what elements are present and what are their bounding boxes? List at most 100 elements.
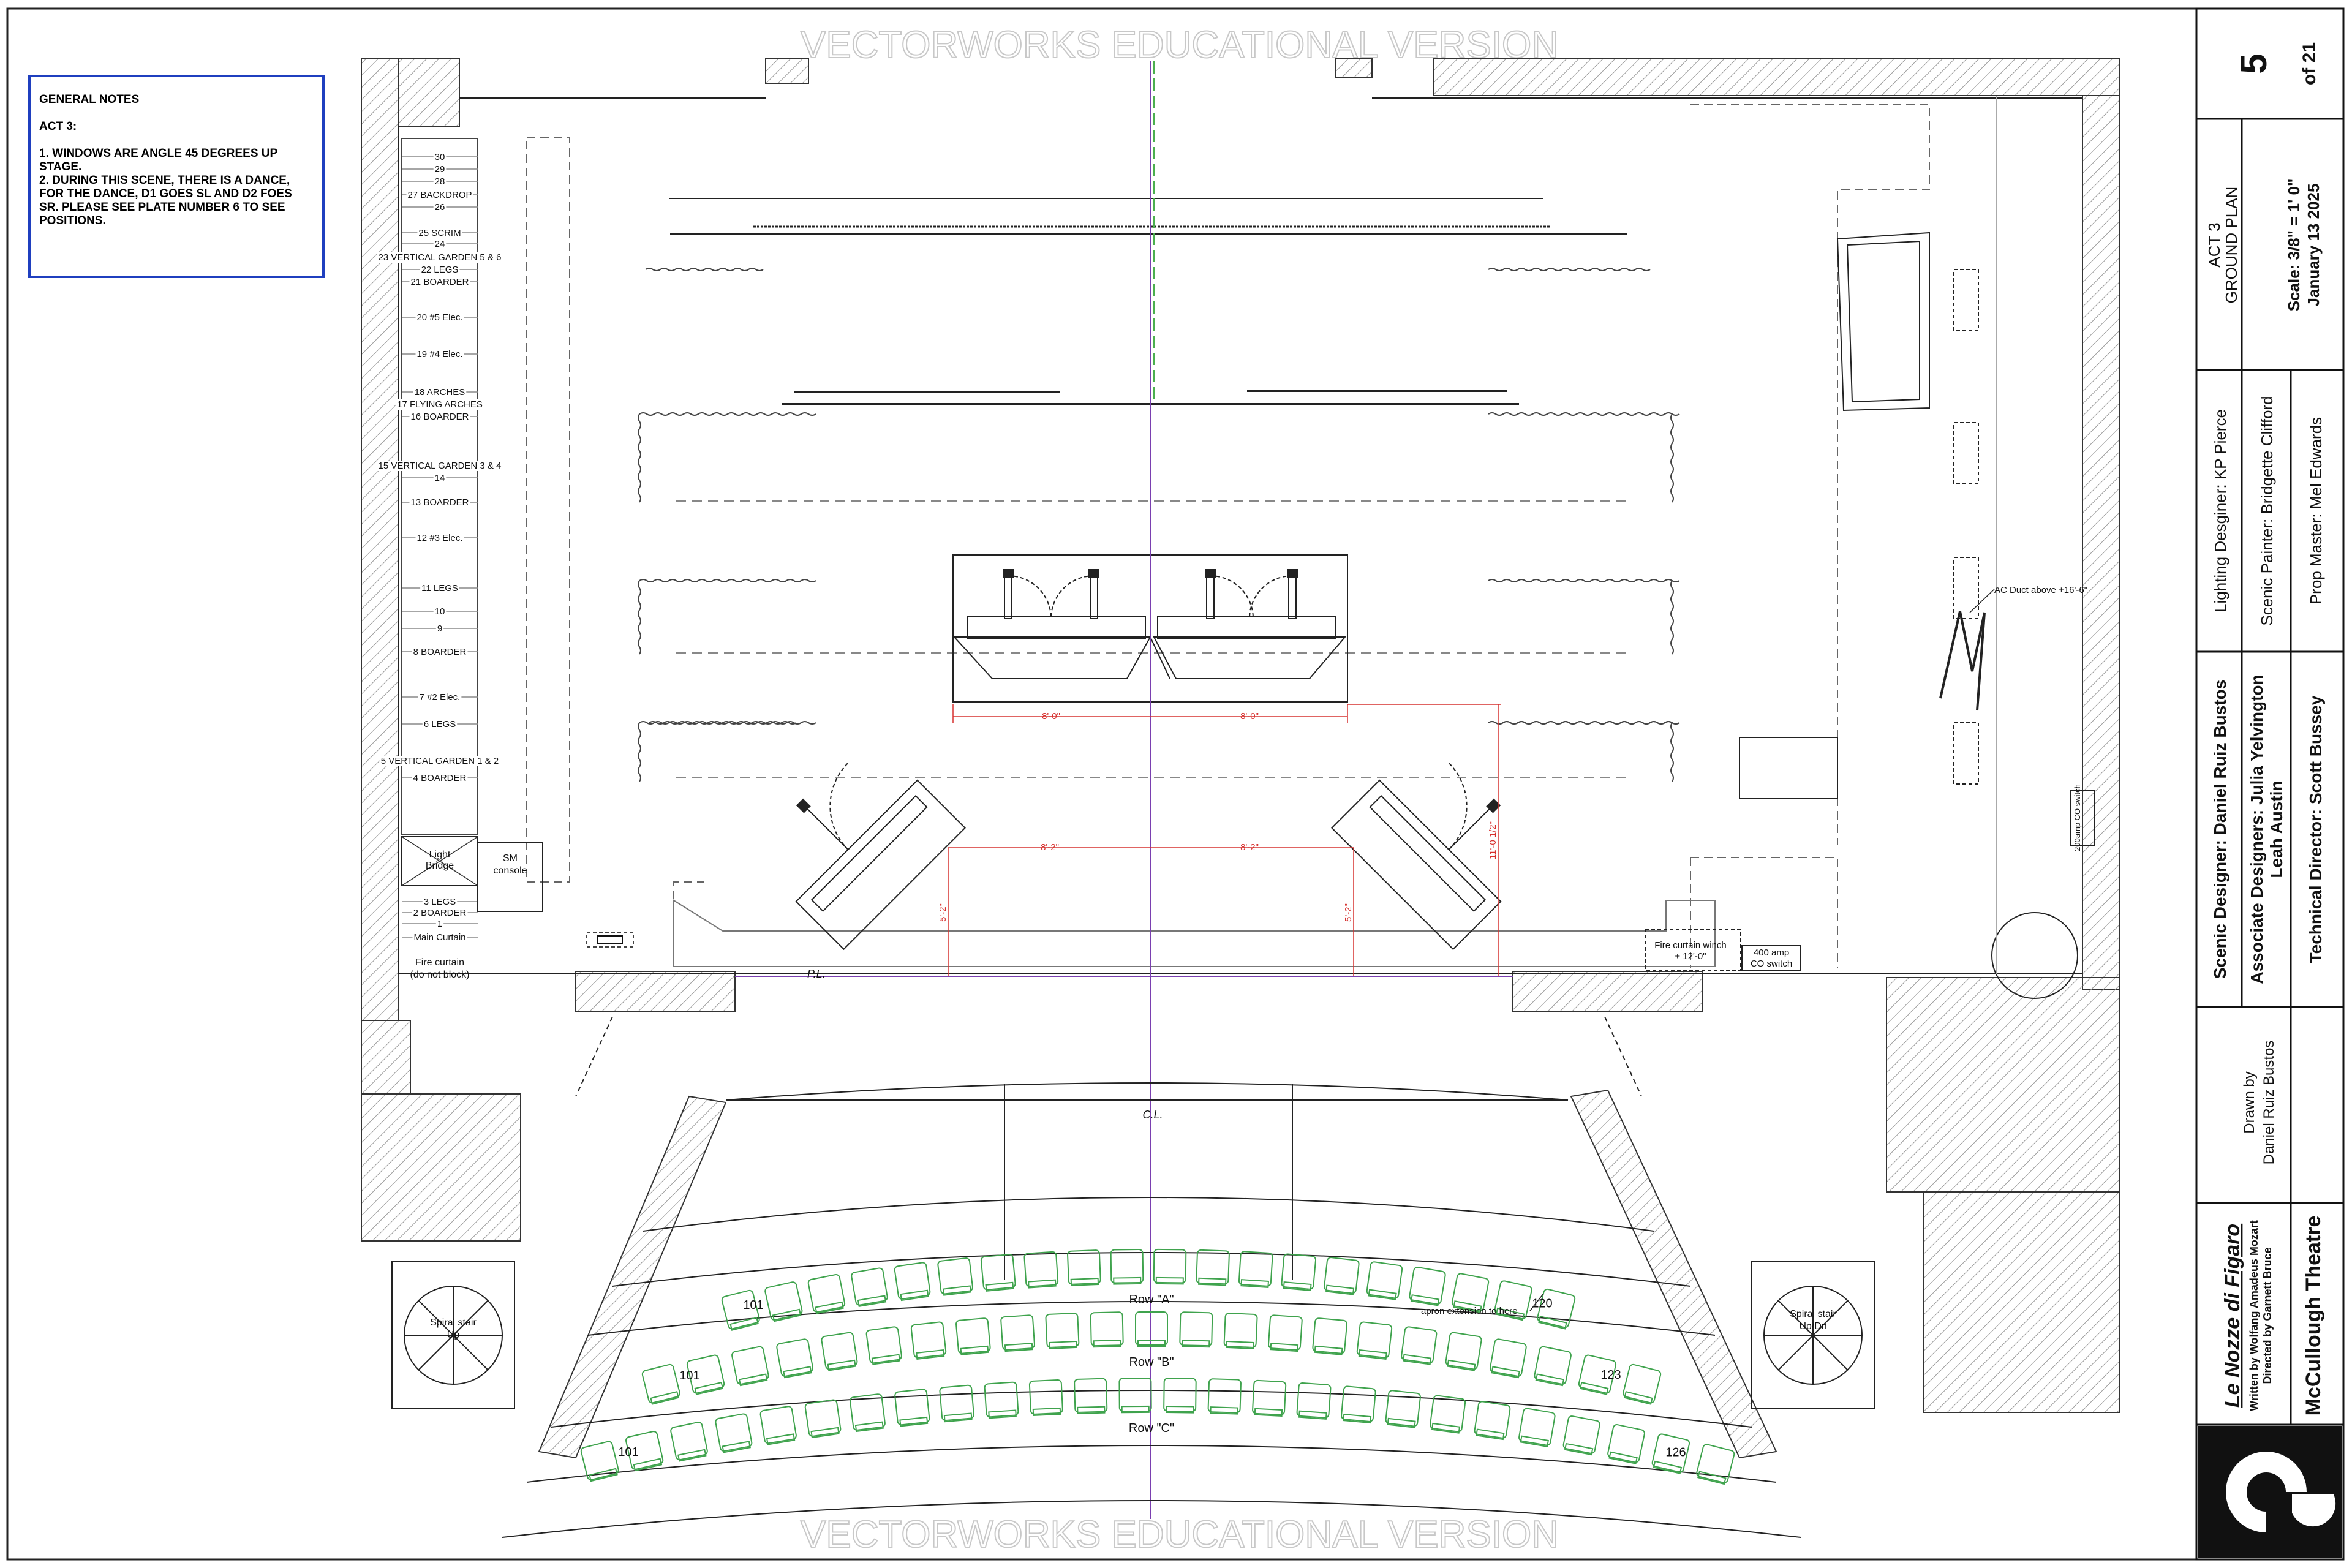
lighting-designer: Lighting Desginer: KP Pierce [2211, 409, 2230, 612]
seat [1578, 1354, 1617, 1395]
lineset-label-bg [379, 756, 500, 766]
platform-doors [1003, 569, 1298, 619]
row-first-seat: 101 [618, 1446, 638, 1459]
lineset-label: 15 VERTICAL GARDEN 3 & 4 [379, 461, 502, 471]
title-block-text: 5 of 21 ACT 3 GROUND PLAN Scale: 3/8" = … [2205, 42, 2325, 1415]
lineset-label-bg [415, 533, 464, 543]
seat [764, 1281, 803, 1322]
seat [1135, 1311, 1168, 1347]
lineset-label-bg [377, 461, 503, 471]
dim-platform-left: 8'-0" [1042, 711, 1060, 722]
seat [1696, 1444, 1735, 1485]
seat [910, 1321, 947, 1360]
drape-leg [638, 580, 641, 655]
seat [1401, 1326, 1438, 1365]
center-line-label: C.L. [1142, 1109, 1163, 1121]
dim-depth-total: 11'-0 1/2" [1488, 821, 1498, 859]
seat [1023, 1251, 1059, 1289]
seat [1223, 1313, 1258, 1349]
lineset-label-bg [433, 176, 447, 187]
door-jamb [1004, 575, 1012, 619]
seat [1356, 1321, 1393, 1360]
sheet-of: of 21 [2299, 42, 2320, 85]
seat [760, 1406, 797, 1446]
general-note-2: 2. DURING THIS SCENE, THERE IS A DANCE, … [39, 174, 292, 227]
lineset-label: 9 [437, 624, 442, 634]
seat [849, 1393, 886, 1433]
sm-console [477, 842, 543, 912]
associate-designers: Associate Designers: Julia Yelvington [2247, 674, 2266, 984]
drape-leg [638, 722, 641, 782]
title-block [2195, 7, 2345, 1561]
lineset-label: 16 BOARDER [410, 412, 469, 422]
spiral-stair-right [1751, 1261, 1875, 1409]
seat [715, 1413, 753, 1453]
row-first-seat: 101 [679, 1369, 699, 1382]
seat [1474, 1401, 1511, 1441]
seat [851, 1267, 888, 1307]
lineset-label: 19 #4 Elec. [417, 349, 462, 360]
spiral-stair-right-label: Spiral stair [1790, 1309, 1836, 1319]
dashed-borders [676, 500, 1629, 778]
lineset-label-bg [417, 228, 462, 238]
lineset-label: 22 LEGS [421, 265, 459, 275]
general-notes-box: GENERAL NOTES ACT 3: 1. WINDOWS ARE ANGL… [28, 75, 325, 278]
lineset-label-bg [433, 473, 447, 483]
seat [670, 1422, 708, 1462]
seat [1268, 1314, 1303, 1352]
fire-curtain-winch-label: Fire curtain winch [1654, 940, 1727, 951]
building-walls [361, 58, 2120, 1459]
lineset-label-bg [433, 239, 447, 249]
seat [1623, 1363, 1662, 1405]
door-swing [1050, 575, 1095, 619]
seat [1028, 1379, 1063, 1416]
door-handle [1088, 569, 1099, 578]
dim-depth-left: 5'-2" [938, 903, 948, 922]
lineset-label: 30 [435, 152, 445, 162]
seat [1324, 1257, 1360, 1295]
lineset-label-bg [415, 349, 464, 360]
lineset-label-bg [409, 412, 470, 422]
lineset-label-bg [415, 312, 464, 323]
seat [580, 1441, 619, 1482]
lineset-label: 2 BOARDER [413, 908, 467, 918]
drape-leg [1670, 722, 1674, 782]
sm-console-label-2: console [493, 865, 527, 876]
lineset-label: 12 #3 Elec. [417, 533, 462, 543]
drape-leg [638, 413, 641, 503]
lineset-label-bg [422, 719, 458, 729]
spiral-stair-left [391, 1261, 515, 1409]
lineset-label: 3 LEGS [424, 897, 456, 907]
seat [894, 1389, 930, 1427]
door-swing [1210, 575, 1254, 619]
seat [894, 1262, 931, 1302]
seat [1651, 1433, 1691, 1474]
drape-legs [638, 268, 1680, 782]
amp-400-label-2: CO switch [1751, 959, 1792, 969]
lineset-label: 14 [435, 473, 445, 483]
lineset-label-bg [433, 202, 447, 213]
lineset-label: 25 SCRIM [418, 228, 461, 238]
seat [956, 1317, 991, 1355]
seat [1163, 1378, 1197, 1414]
drape-leg [1670, 580, 1674, 655]
dim-platform-right: 8'-0" [1240, 711, 1259, 722]
ac-duct-label: AC Duct above +16'-6" [1994, 585, 2087, 595]
seat [1385, 1390, 1421, 1428]
dimension-labels: 8'-0" 8'-0" 8'-2" 8'-2" 5'-2" 5'-2" 11'-… [938, 711, 1498, 922]
row-last-seat: 123 [1600, 1368, 1621, 1382]
lineset-label-bg [396, 399, 484, 410]
amp-200-label: 200amp CO switch [2073, 784, 2082, 851]
seat [1445, 1332, 1482, 1371]
lineset-label: Main Curtain [413, 932, 466, 943]
dim-window-left: 8'-2" [1041, 842, 1059, 853]
seat [1366, 1261, 1403, 1300]
light-bridge-label: Light [429, 850, 451, 860]
prop-master: Prop Master: Mel Edwards [2307, 417, 2325, 605]
seat [1281, 1253, 1317, 1292]
door-handle [1205, 569, 1216, 578]
seat [1207, 1378, 1242, 1415]
row-last-seat: 120 [1532, 1297, 1552, 1310]
lineset-label-bg [412, 773, 468, 783]
lineset-label: 10 [435, 606, 445, 617]
